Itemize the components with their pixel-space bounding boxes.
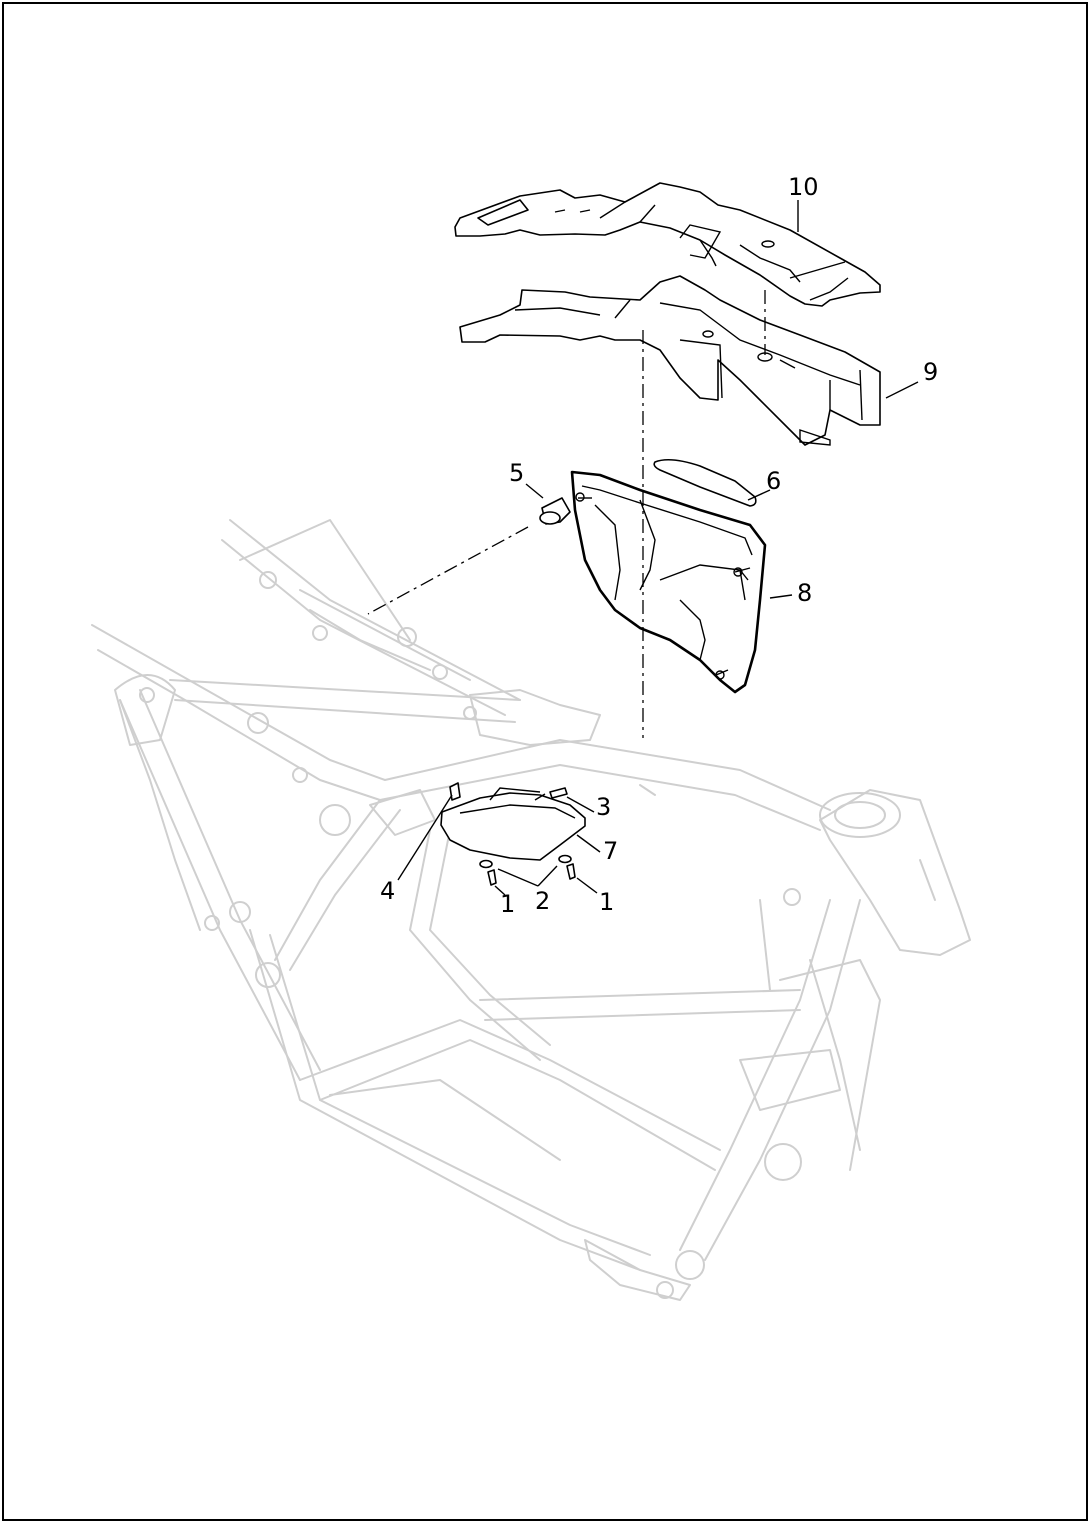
callout-7: 7 (603, 837, 618, 865)
motorcycle-frame (91, 519, 971, 1301)
callout-10: 10 (788, 173, 819, 201)
part-10-upper-cover (454, 182, 881, 307)
callout-9: 9 (923, 358, 938, 386)
callout-1-left: 1 (500, 890, 515, 918)
part-8-side-cover (570, 470, 767, 694)
callout-1-right: 1 (599, 888, 614, 916)
part-7-small-cover (440, 787, 586, 861)
callout-8: 8 (797, 579, 812, 607)
callout-labels: 10 9 6 5 8 3 7 4 2 1 1 (380, 173, 938, 918)
part-5-grommet (539, 497, 571, 525)
part-6-gasket (653, 458, 757, 507)
callout-6: 6 (766, 467, 781, 495)
callout-2: 2 (535, 887, 550, 915)
leader-lines (397, 200, 919, 896)
callout-3: 3 (596, 793, 611, 821)
callout-5: 5 (509, 459, 524, 487)
callout-4: 4 (380, 877, 395, 905)
alignment-lines (367, 290, 766, 738)
part-9-bracket (459, 275, 881, 446)
